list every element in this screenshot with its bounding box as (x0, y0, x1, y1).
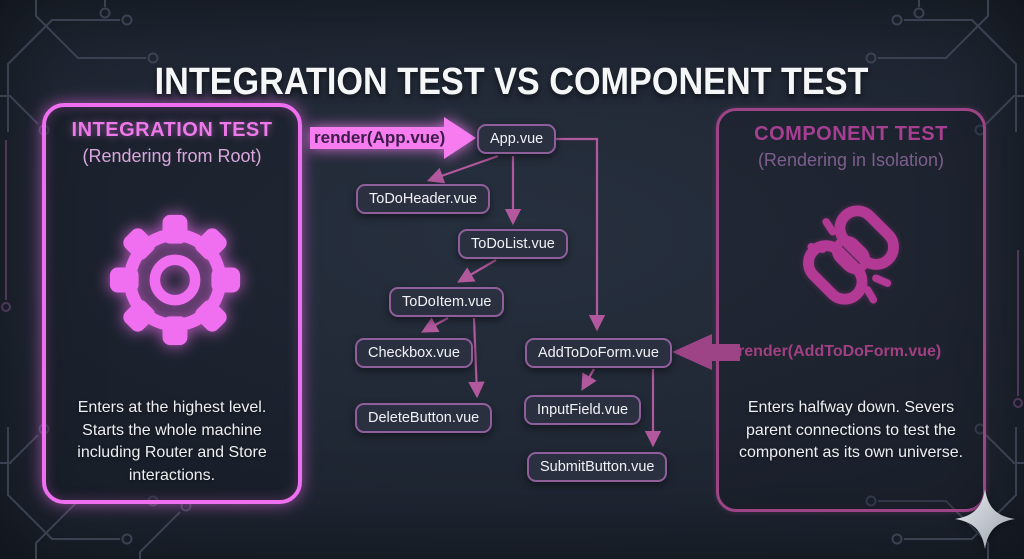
node-inputfield-vue: InputField.vue (524, 395, 642, 425)
page-title: INTEGRATION TEST VS COMPONENT TEST (155, 61, 869, 104)
integration-test-heading: INTEGRATION TEST (71, 119, 273, 141)
integration-test-subheading: (Rendering from Root) (82, 146, 262, 166)
node-todoitem-vue: ToDoItem.vue (389, 287, 505, 317)
broken-link-icon (803, 205, 899, 305)
integration-test-description: Enters at the highest level. Starts the … (77, 399, 267, 485)
component-test-subheading: (Rendering in Isolation) (757, 150, 945, 170)
gear-icon (109, 214, 241, 346)
render-addtodoform-arrow (672, 334, 740, 370)
node-todolist-vue: ToDoList.vue (458, 229, 568, 259)
node-submitbutton-vue: SubmitButton.vue (527, 452, 668, 482)
node-app-vue: App.vue (477, 124, 557, 154)
node-todoheader-vue: ToDoHeader.vue (356, 184, 491, 214)
node-addtodoform-vue: AddToDoForm.vue (525, 338, 672, 368)
sparkle-logo-icon (955, 489, 1015, 549)
node-deletebutton-vue: DeleteButton.vue (355, 403, 493, 433)
integration-test-panel: INTEGRATION TEST (Rendering from Root) E… (42, 103, 302, 504)
render-app-arrow (310, 117, 476, 159)
node-checkbox-vue: Checkbox.vue (355, 338, 473, 368)
component-test-heading: COMPONENT TEST (754, 123, 948, 145)
component-test-description: Enters halfway down. Severs parent conne… (738, 399, 964, 462)
component-test-panel: COMPONENT TEST (Rendering in Isolation) … (716, 108, 986, 512)
render-app-label: render(App.vue) (314, 128, 446, 147)
render-addtodoform-label: render(AddToDoForm.vue) (738, 343, 942, 360)
